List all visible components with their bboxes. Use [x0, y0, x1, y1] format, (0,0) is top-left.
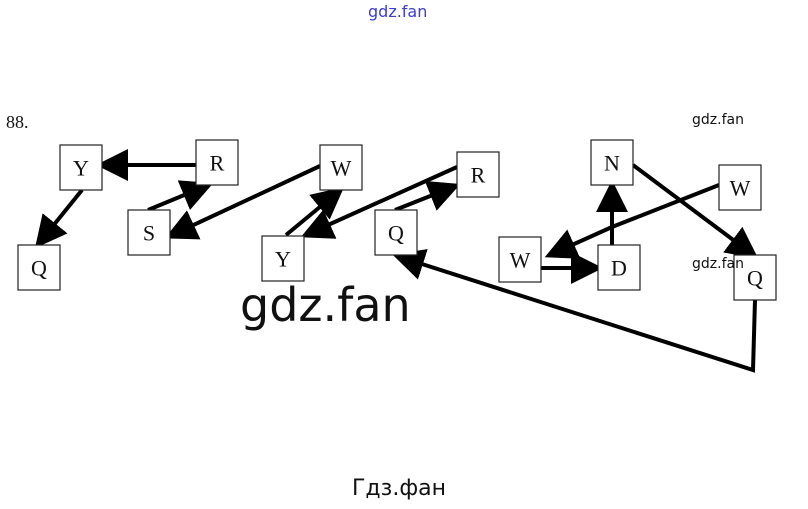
watermark-right-1: gdz.fan [692, 112, 744, 128]
node-box [127, 209, 171, 256]
node-label: Y [275, 247, 291, 272]
edge-n-to-q3 [631, 163, 759, 259]
edge-y2-to-w1 [284, 186, 345, 237]
node-label: Q [31, 256, 47, 281]
node-box [17, 244, 61, 291]
node-w1: W [319, 144, 363, 191]
node-box [319, 144, 363, 191]
edge-w1-to-s [164, 164, 321, 240]
edge-q3-to-q2 [392, 249, 757, 373]
node-w2: W [498, 236, 542, 283]
node-y1: Y [59, 144, 103, 191]
node-r2: R [456, 151, 500, 198]
node-label: D [611, 256, 627, 281]
node-q2: Q [374, 209, 418, 256]
node-label: Q [388, 221, 404, 246]
node-label: Y [73, 156, 89, 181]
node-box [590, 139, 634, 186]
edge-y1-to-q1 [34, 188, 84, 249]
node-label: R [471, 163, 486, 188]
node-box [195, 139, 239, 186]
node-label: S [143, 221, 155, 246]
node-d: D [597, 244, 641, 291]
node-label: R [210, 151, 225, 176]
node-y2: Y [261, 235, 305, 282]
node-box [733, 254, 777, 301]
watermark-bottom: Гдз.фан [352, 476, 446, 501]
node-box [597, 244, 641, 291]
node-label: W [510, 248, 531, 273]
edge-r2-to-y2 [300, 165, 458, 239]
edge-s-to-r1 [147, 180, 214, 212]
node-q1: Q [17, 244, 61, 291]
watermark-right-2: gdz.fan [692, 256, 744, 272]
edge-q2-to-r2 [394, 180, 461, 212]
node-box [374, 209, 418, 256]
node-label: W [730, 176, 751, 201]
node-box [718, 164, 762, 211]
node-q3: Q [733, 254, 777, 301]
node-box [59, 144, 103, 191]
problem-number: 88. [6, 112, 29, 132]
node-label: Q [747, 266, 763, 291]
node-w3: W [718, 164, 762, 211]
edge-w3-to-w2 [544, 183, 720, 259]
node-box [498, 236, 542, 283]
node-label: W [331, 156, 352, 181]
node-r1: R [195, 139, 239, 186]
node-s: S [127, 209, 171, 256]
watermark-top: gdz.fan [368, 2, 428, 21]
node-n: N [590, 139, 634, 186]
node-label: N [604, 151, 620, 176]
node-box [261, 235, 305, 282]
watermark-big: gdz.fan [240, 278, 411, 332]
node-box [456, 151, 500, 198]
